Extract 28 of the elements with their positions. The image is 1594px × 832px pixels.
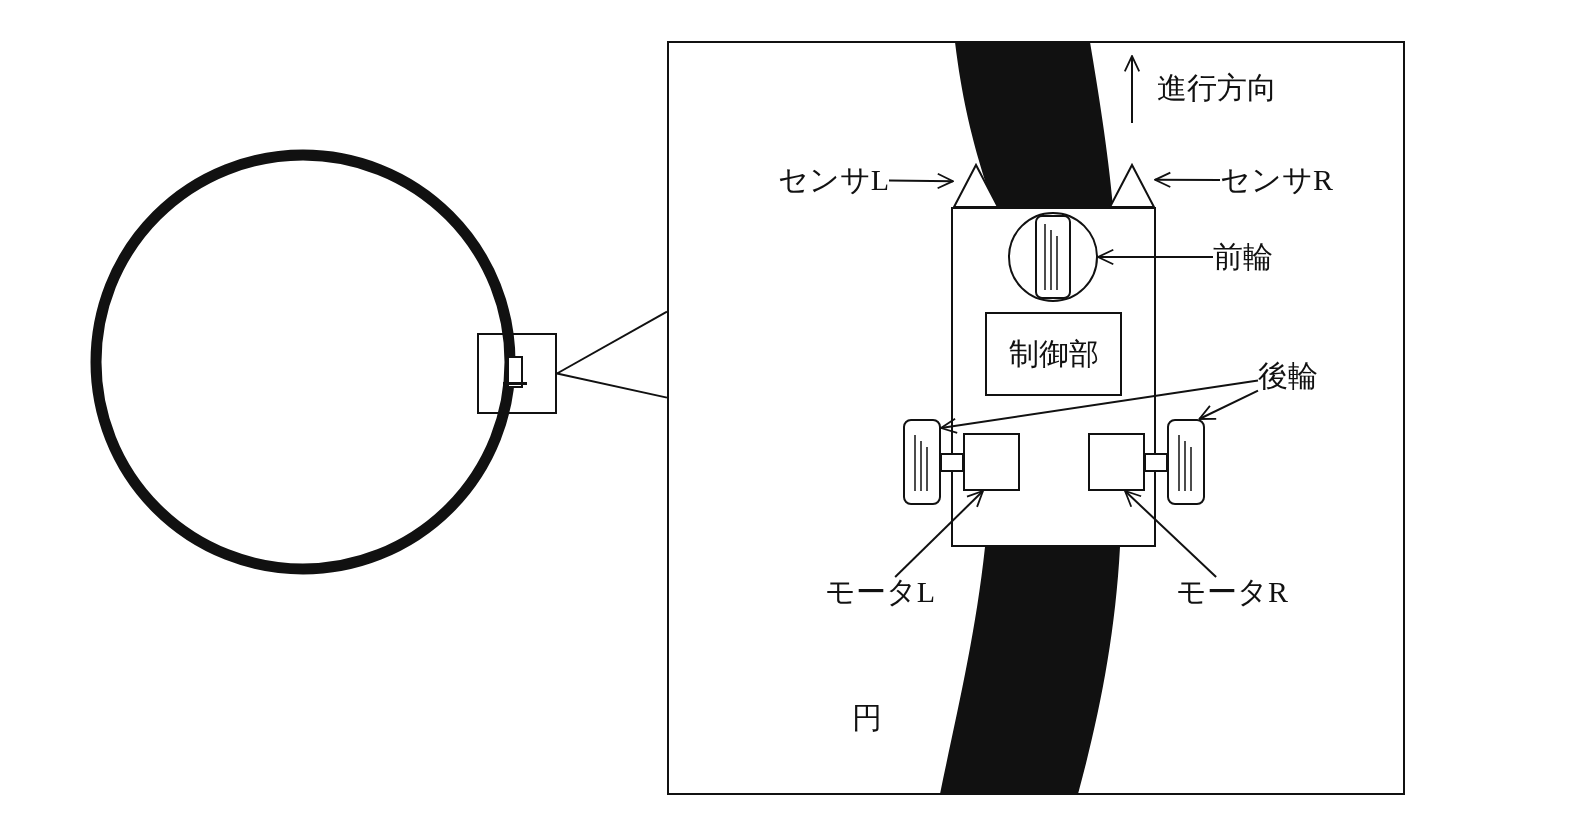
leader-arrow bbox=[1198, 389, 1259, 420]
motor-label: モータL bbox=[824, 577, 935, 607]
front-wheel bbox=[1008, 212, 1098, 302]
zoom-line bbox=[556, 372, 668, 399]
rear-wheel bbox=[1167, 419, 1205, 505]
sensor-label: センサL bbox=[777, 165, 889, 195]
leader-arrow bbox=[940, 379, 1259, 434]
sensor-triangle bbox=[1109, 164, 1155, 208]
leader-arrow bbox=[1097, 248, 1214, 266]
motor-label: モータR bbox=[1176, 577, 1288, 607]
leader-arrow bbox=[888, 172, 954, 190]
leader-arrow bbox=[1124, 490, 1218, 578]
motor-box bbox=[963, 433, 1020, 491]
rear-wheel bbox=[903, 419, 941, 505]
sensor-triangle bbox=[953, 164, 999, 208]
direction-label: 進行方向 bbox=[1157, 73, 1277, 103]
wheel-label: 前輪 bbox=[1213, 242, 1273, 272]
sensor-label: センサR bbox=[1220, 165, 1333, 195]
car-body bbox=[951, 207, 1156, 547]
zoom-line bbox=[556, 310, 668, 375]
motor-box bbox=[1088, 433, 1145, 491]
wheel-label: 後輪 bbox=[1258, 361, 1318, 391]
control-box: 制御部 bbox=[985, 312, 1122, 396]
track-label: 円 bbox=[852, 703, 882, 733]
leader-arrow bbox=[1154, 171, 1221, 188]
detail-panel bbox=[667, 41, 1405, 795]
leader-arrow bbox=[894, 490, 984, 578]
zoom-frame bbox=[477, 333, 557, 414]
